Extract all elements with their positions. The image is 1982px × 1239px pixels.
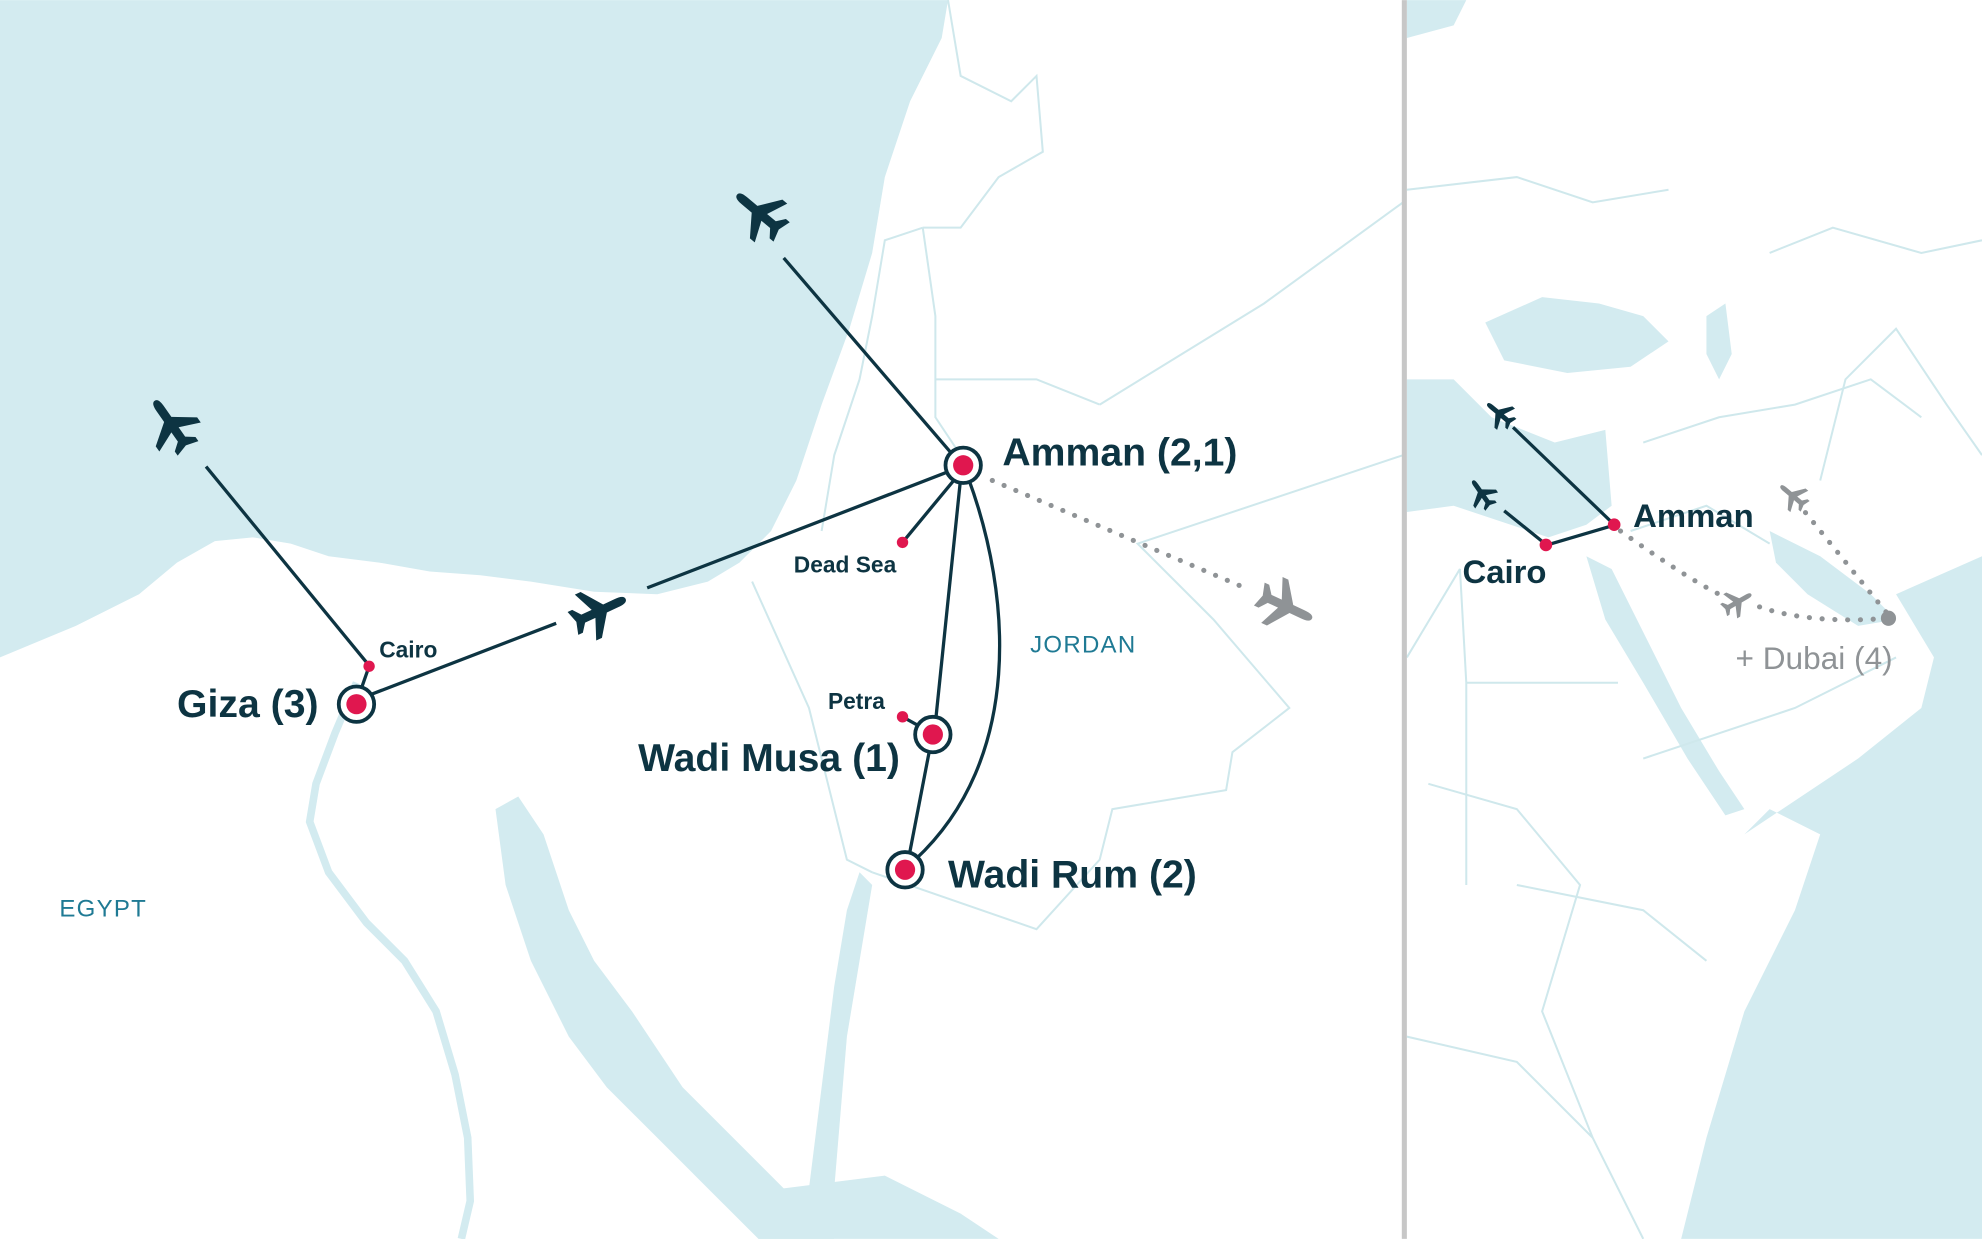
inset-label-dubai-extension: + Dubai (4) <box>1736 640 1893 676</box>
plane-icon <box>1248 571 1323 642</box>
nile-river <box>305 681 475 1239</box>
inset-routes <box>1503 426 1897 626</box>
stop-label-petra: Petra <box>828 688 885 714</box>
destination-label-wadi-musa: Wadi Musa (1) <box>638 737 900 780</box>
country-label-egypt: EGYPT <box>59 896 147 923</box>
destination-label-giza: Giza (3) <box>177 683 318 726</box>
stop-label-cairo: Cairo <box>379 636 437 662</box>
routes <box>204 256 1248 861</box>
sea-areas <box>0 0 999 1239</box>
stop-label-dead-sea: Dead Sea <box>794 552 897 578</box>
destination-label-amman: Amman (2,1) <box>1002 431 1237 474</box>
country-borders <box>751 0 1404 931</box>
country-label-jordan: JORDAN <box>1030 631 1136 658</box>
destination-markers <box>336 445 983 890</box>
inset-label-amman: Amman <box>1633 497 1754 534</box>
inset-label-cairo: Cairo <box>1462 553 1546 590</box>
destination-label-wadi-rum: Wadi Rum (2) <box>948 853 1197 896</box>
